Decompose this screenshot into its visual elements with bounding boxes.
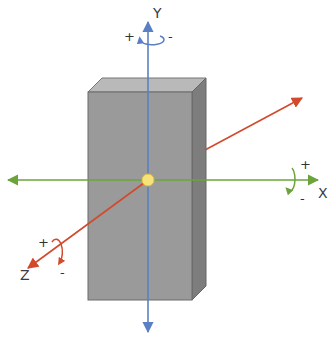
x-rotation-arrow: [288, 168, 295, 191]
z-axis-front: [28, 180, 148, 268]
z-axis-back: [205, 98, 302, 150]
axis-letter: X: [318, 186, 328, 200]
rotation-sign: +: [300, 158, 311, 171]
z-rotation-arrow: [52, 239, 62, 262]
axis-letter: Y: [153, 6, 162, 20]
rotation-sign: +: [124, 30, 135, 43]
axis-letter: Z: [20, 268, 30, 282]
rotation-sign: -: [60, 266, 65, 279]
rotation-sign: +: [38, 236, 49, 249]
origin-dot: [142, 174, 154, 186]
rotation-sign: -: [168, 30, 173, 43]
box: [88, 78, 206, 300]
x-axis: [8, 179, 318, 181]
y-rotation-arrow: [140, 36, 164, 45]
rotation-sign: -: [300, 192, 305, 205]
